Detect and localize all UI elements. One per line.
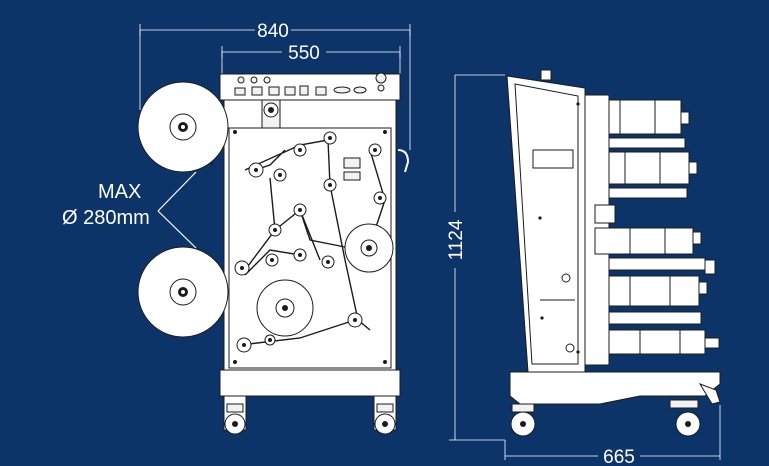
dimension-840: 840 xyxy=(139,21,411,42)
dimension-1124: 1124 xyxy=(446,74,505,441)
side-shafts xyxy=(584,94,720,366)
roll-label-diameter: Ø 280mm xyxy=(62,207,150,229)
dimension-550: 550 xyxy=(221,43,401,64)
front-castor-left xyxy=(224,403,246,435)
front-view xyxy=(211,72,410,435)
machine-base xyxy=(219,369,401,397)
front-castor-right xyxy=(374,403,396,435)
roll-top xyxy=(137,81,229,173)
dim-550-label: 550 xyxy=(288,43,320,64)
roll-bottom xyxy=(137,246,229,338)
dimension-665: 665 xyxy=(504,405,721,466)
internal-roll-right xyxy=(344,223,394,273)
side-view xyxy=(506,69,721,437)
side-castor-left xyxy=(510,403,536,437)
roll-label-max: MAX xyxy=(98,181,141,203)
dim-1124-label: 1124 xyxy=(446,219,467,260)
roll-diameter-callout: MAX Ø 280mm xyxy=(62,171,197,249)
control-panel xyxy=(219,73,401,101)
side-housing xyxy=(506,75,586,373)
side-base xyxy=(509,371,721,405)
guide-rollers xyxy=(234,131,387,353)
emergency-stop-icon xyxy=(375,72,387,84)
dim-840-label: 840 xyxy=(257,21,289,42)
side-castor-right xyxy=(669,399,701,437)
internal-roll-bottom xyxy=(256,279,314,337)
dim-665-label: 665 xyxy=(603,447,635,466)
